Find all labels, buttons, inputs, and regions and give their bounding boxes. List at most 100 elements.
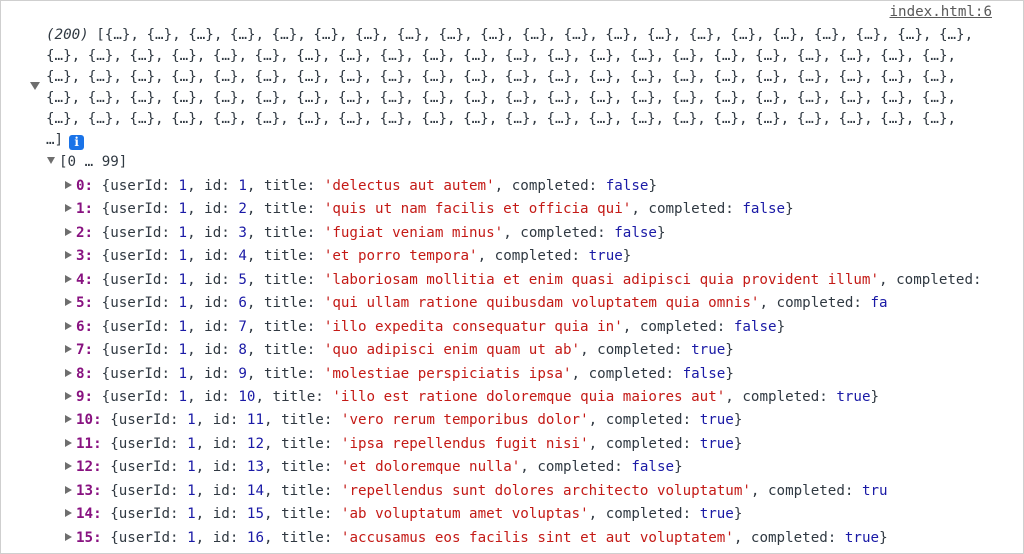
brace-close: } [656, 224, 666, 241]
chevron-right-icon[interactable] [65, 204, 72, 213]
key-title: title [272, 388, 316, 405]
chevron-right-icon[interactable] [65, 391, 72, 400]
chevron-right-icon[interactable] [65, 485, 72, 494]
item-index-colon: : [84, 388, 94, 405]
value-id: 2 [238, 201, 247, 218]
key-id: id [212, 435, 230, 452]
list-item[interactable]: 9: {userId: 1, id: 10, title: 'illo est … [65, 386, 1024, 409]
value-id: 12 [246, 435, 264, 452]
chevron-right-icon[interactable] [65, 321, 72, 330]
value-id: 10 [238, 388, 256, 405]
brace-open: { [101, 342, 111, 359]
key-userid: userId [110, 224, 162, 241]
key-completed: completed [494, 248, 572, 265]
key-title: title [264, 178, 307, 194]
value-completed: false [682, 365, 726, 382]
key-id: id [204, 201, 222, 218]
key-userid: userId [118, 412, 170, 429]
value-completed: true [588, 248, 623, 265]
chevron-right-icon[interactable] [65, 181, 72, 189]
brace-open: { [110, 435, 119, 452]
key-title: title [264, 224, 307, 241]
key-title: title [264, 342, 307, 359]
info-icon[interactable]: i [69, 135, 85, 150]
chevron-right-icon[interactable] [65, 438, 72, 447]
list-item[interactable]: 7: {userId: 1, id: 8, title: 'quo adipis… [65, 339, 1024, 362]
key-id: id [204, 388, 222, 405]
chevron-right-icon[interactable] [65, 274, 72, 283]
brace-open: { [110, 482, 119, 499]
chevron-right-icon[interactable] [65, 532, 72, 541]
value-title: 'qui ullam ratione quibusdam voluptatem … [323, 295, 760, 312]
chevron-right-icon[interactable] [65, 298, 72, 307]
key-title: title [281, 529, 324, 546]
item-index-colon: : [84, 201, 94, 218]
key-title: title [281, 435, 324, 452]
chevron-right-icon[interactable] [65, 227, 72, 236]
chevron-right-icon[interactable] [65, 415, 72, 424]
item-index-colon: : [84, 318, 94, 335]
value-completed: true [699, 506, 734, 523]
value-title: 'delectus aut autem' [323, 178, 495, 194]
brace-close: } [622, 248, 632, 265]
expand-array-toggle-icon[interactable] [30, 82, 40, 90]
key-id: id [204, 271, 222, 288]
chevron-right-icon[interactable] [65, 345, 72, 354]
key-id: id [204, 248, 222, 265]
value-completed: true [699, 435, 734, 452]
value-completed: false [631, 459, 675, 476]
item-index-colon: : [84, 178, 94, 194]
key-completed: completed [588, 365, 666, 382]
key-completed: completed [520, 224, 598, 241]
list-item[interactable]: 15: {userId: 1, id: 16, title: 'accusamu… [65, 527, 1024, 550]
brace-close: } [725, 365, 734, 382]
list-item[interactable]: 6: {userId: 1, id: 7, title: 'illo exped… [65, 316, 1024, 339]
source-link[interactable]: index.html:6 [889, 4, 993, 20]
value-id: 8 [238, 342, 247, 359]
list-item[interactable]: 5: {userId: 1, id: 6, title: 'qui ullam … [65, 292, 1024, 315]
value-title: 'repellendus sunt dolores architecto vol… [340, 482, 751, 499]
value-title: 'accusamus eos facilis sint et aut volup… [340, 529, 734, 546]
list-item[interactable]: 3: {userId: 1, id: 4, title: 'et porro t… [65, 245, 1024, 268]
list-item[interactable]: 2: {userId: 1, id: 3, title: 'fugiat ven… [65, 222, 1024, 245]
key-title: title [281, 506, 324, 523]
list-item[interactable]: 8: {userId: 1, id: 9, title: 'molestiae … [65, 363, 1024, 386]
item-index: 9 [76, 388, 85, 405]
item-index: 11 [76, 435, 94, 452]
chevron-right-icon[interactable] [65, 462, 72, 471]
array-summary[interactable]: (200) [{…}, {…}, {…}, {…}, {…}, {…}, {…}… [46, 25, 976, 151]
array-preview: [{…}, {…}, {…}, {…}, {…}, {…}, {…}, {…},… [46, 27, 974, 148]
value-completed: false [614, 224, 657, 241]
value-title: 'fugiat veniam minus' [323, 224, 504, 241]
value-id: 16 [246, 529, 264, 546]
value-id: 4 [238, 248, 247, 265]
list-item[interactable]: 13: {userId: 1, id: 14, title: 'repellen… [65, 480, 1024, 503]
key-id: id [204, 178, 222, 194]
list-item[interactable]: 10: {userId: 1, id: 11, title: 'vero rer… [65, 409, 1024, 432]
item-index-colon: : [93, 459, 102, 476]
chevron-right-icon[interactable] [65, 251, 72, 260]
chevron-down-icon[interactable] [47, 157, 55, 164]
item-index-colon: : [84, 248, 94, 265]
value-title: 'et porro tempora' [323, 248, 478, 265]
list-item[interactable]: 0: {userId: 1, id: 1, title: 'delectus a… [65, 175, 1024, 198]
key-id: id [204, 318, 222, 335]
value-title: 'illo est ratione doloremque quia maiore… [332, 388, 726, 405]
value-userid: 1 [178, 178, 188, 194]
range-group-0-99[interactable]: [0 … 99] [47, 151, 127, 174]
chevron-right-icon[interactable] [65, 509, 72, 518]
value-title: 'quo adipisci enim quam ut ab' [323, 342, 581, 359]
value-id: 11 [246, 412, 264, 429]
item-index: 12 [76, 459, 94, 476]
list-item[interactable]: 12: {userId: 1, id: 13, title: 'et dolor… [65, 456, 1024, 479]
list-item[interactable]: 1: {userId: 1, id: 2, title: 'quis ut na… [65, 198, 1024, 221]
list-item[interactable]: 4: {userId: 1, id: 5, title: 'laboriosam… [65, 269, 1024, 292]
item-index-colon: : [93, 435, 102, 452]
key-completed: completed [648, 201, 726, 218]
list-item[interactable]: 11: {userId: 1, id: 12, title: 'ipsa rep… [65, 433, 1024, 456]
chevron-right-icon[interactable] [65, 368, 72, 377]
list-item[interactable]: 14: {userId: 1, id: 15, title: 'ab volup… [65, 503, 1024, 526]
value-completed: false [605, 178, 649, 194]
key-userid: userId [110, 178, 162, 194]
value-userid: 1 [187, 435, 196, 452]
